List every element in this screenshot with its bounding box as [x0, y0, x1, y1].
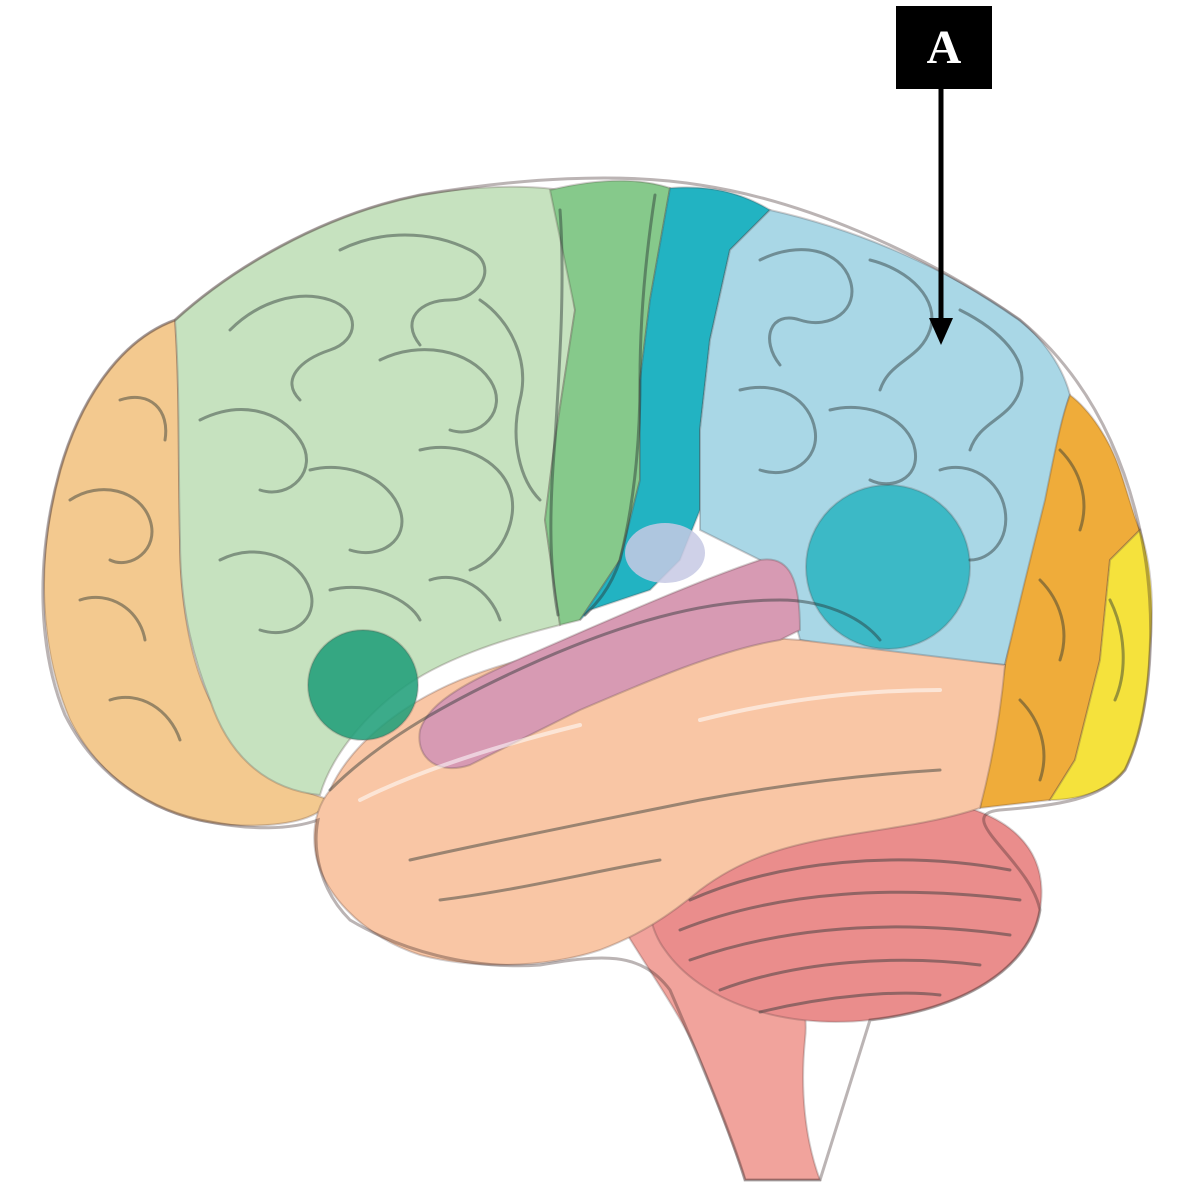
- gyri-details: [68, 193, 1125, 902]
- auditory-region: [418, 558, 802, 770]
- motor-cortex-region: [543, 179, 672, 627]
- wernicke-area: [805, 484, 971, 650]
- brain-outline: [41, 176, 1153, 1182]
- lavender-spot: [625, 523, 705, 583]
- primary-visual-region: [1048, 528, 1153, 802]
- cerebellum-folia: [678, 858, 1022, 1014]
- label-a: A: [896, 6, 992, 89]
- broca-area: [307, 629, 419, 741]
- arrow-down-icon: [929, 89, 953, 345]
